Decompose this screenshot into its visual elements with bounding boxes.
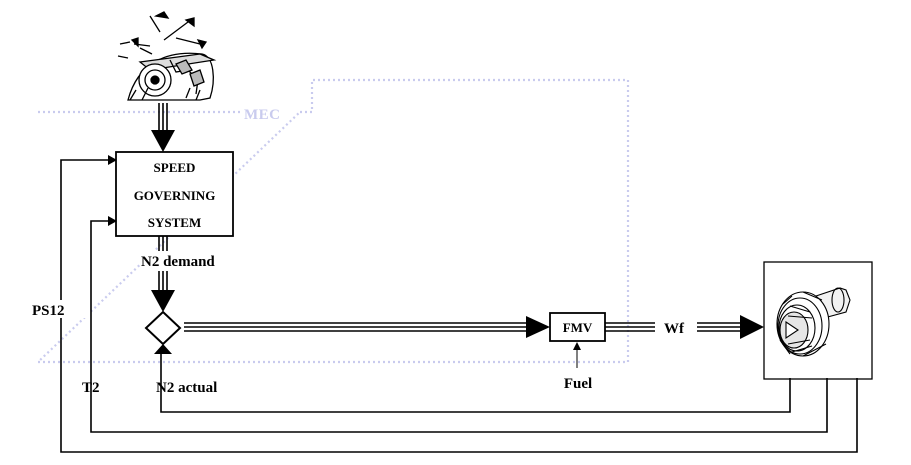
mec-label: MEC — [244, 107, 281, 123]
throttle-to-governor-arrow — [151, 103, 175, 152]
speed-governing-box — [115, 151, 234, 237]
ps12-label: PS12 — [32, 303, 65, 319]
comparator-to-fmv-arrow — [184, 316, 550, 338]
n2-actual-feedback-line — [160, 353, 791, 413]
throttle-lever-icon — [117, 11, 217, 101]
speed-governing-line2: GOVERNING — [134, 188, 216, 203]
demand-arrow — [140, 236, 230, 312]
speed-governing-line1: SPEED — [154, 160, 196, 175]
n2-actual-label: N2 actual — [156, 380, 217, 396]
n2-demand-label: N2 demand — [141, 254, 215, 270]
mec-boundary — [35, 78, 630, 364]
turbofan-engine-icon — [776, 287, 851, 357]
comparator-diamond — [144, 310, 182, 346]
wf-label: Wf — [664, 321, 685, 337]
fmv-label: FMV — [563, 320, 593, 335]
speed-governing-line3: SYSTEM — [148, 215, 201, 230]
t2-feedback-line — [90, 220, 828, 433]
t2-label: T2 — [82, 380, 100, 396]
ps12-feedback-line — [60, 159, 858, 453]
fuel-label: Fuel — [564, 376, 592, 392]
wf-arrow — [605, 315, 764, 339]
